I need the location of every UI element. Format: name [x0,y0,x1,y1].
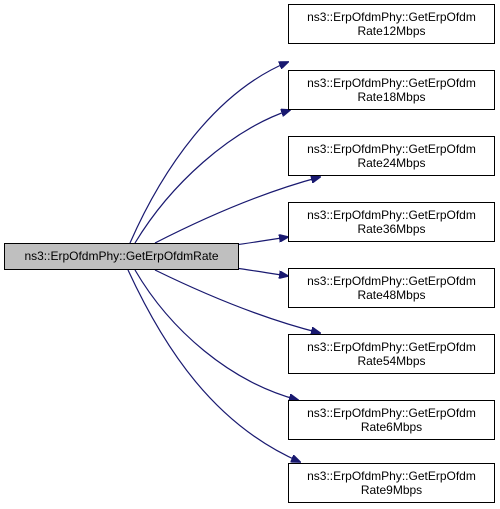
target-label-line2: Rate24Mbps [357,156,426,170]
edge-to-rate18mbps [134,110,290,244]
target-label-line2: Rate6Mbps [360,420,423,434]
source-function-node[interactable]: ns3::ErpOfdmPhy::GetErpOfdmRate [4,243,239,270]
target-node-rate9mbps[interactable]: ns3::ErpOfdmPhy::GetErpOfdm Rate9Mbps [288,463,495,503]
target-label-line1: ns3::ErpOfdmPhy::GetErpOfdm [307,208,476,222]
source-function-label: ns3::ErpOfdmPhy::GetErpOfdmRate [24,249,219,263]
target-label-line1: ns3::ErpOfdmPhy::GetErpOfdm [307,274,476,288]
edge-to-rate36mbps [234,237,288,246]
target-label-line1: ns3::ErpOfdmPhy::GetErpOfdm [307,142,476,156]
edge-to-rate48mbps [234,267,288,276]
target-label-line2: Rate18Mbps [357,90,426,104]
edge-to-rate6mbps [134,269,298,400]
target-label-line1: ns3::ErpOfdmPhy::GetErpOfdm [307,469,476,483]
target-node-rate36mbps[interactable]: ns3::ErpOfdmPhy::GetErpOfdm Rate36Mbps [288,202,495,242]
target-label-line2: Rate48Mbps [357,288,426,302]
target-node-rate6mbps[interactable]: ns3::ErpOfdmPhy::GetErpOfdm Rate6Mbps [288,400,495,440]
target-label-line2: Rate36Mbps [357,222,426,236]
edge-to-rate54mbps [154,269,320,333]
target-label-line2: Rate12Mbps [357,24,426,38]
target-label-line2: Rate54Mbps [357,354,426,368]
target-label-line1: ns3::ErpOfdmPhy::GetErpOfdm [307,406,476,420]
target-node-rate12mbps[interactable]: ns3::ErpOfdmPhy::GetErpOfdm Rate12Mbps [288,4,495,44]
target-node-rate54mbps[interactable]: ns3::ErpOfdmPhy::GetErpOfdm Rate54Mbps [288,334,495,374]
target-label-line2: Rate9Mbps [360,483,423,497]
target-label-line1: ns3::ErpOfdmPhy::GetErpOfdm [307,76,476,90]
edge-to-rate24mbps [154,177,320,244]
target-node-rate48mbps[interactable]: ns3::ErpOfdmPhy::GetErpOfdm Rate48Mbps [288,268,495,308]
target-node-rate18mbps[interactable]: ns3::ErpOfdmPhy::GetErpOfdm Rate18Mbps [288,70,495,110]
target-label-line1: ns3::ErpOfdmPhy::GetErpOfdm [307,340,476,354]
edge-to-rate9mbps [127,269,300,462]
edge-to-rate12mbps [129,62,288,244]
target-label-line1: ns3::ErpOfdmPhy::GetErpOfdm [307,10,476,24]
target-node-rate24mbps[interactable]: ns3::ErpOfdmPhy::GetErpOfdm Rate24Mbps [288,136,495,176]
